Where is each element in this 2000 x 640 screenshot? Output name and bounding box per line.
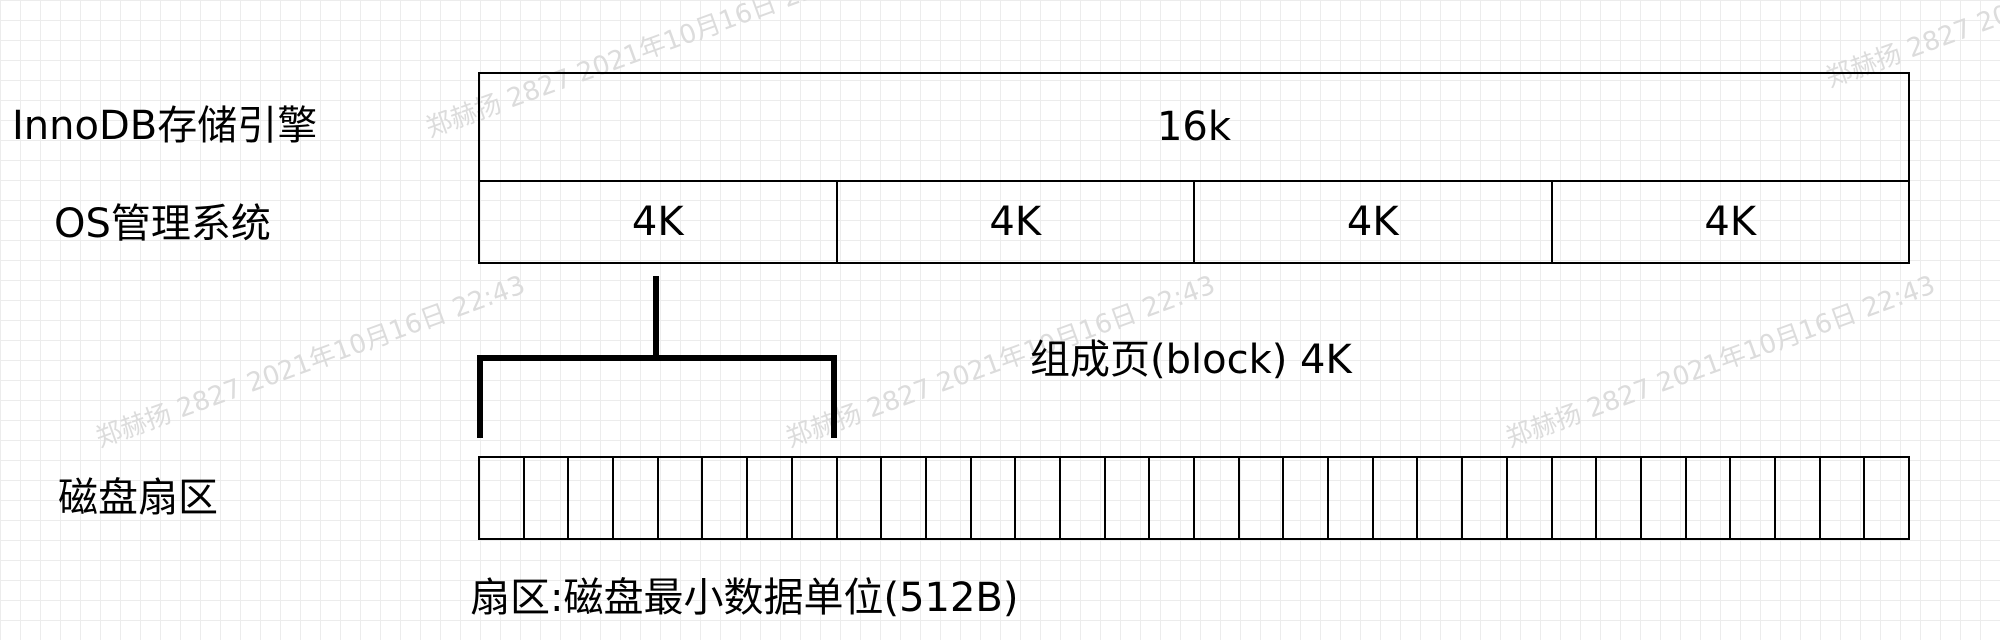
- disk-sector[interactable]: [1061, 458, 1106, 538]
- os-page-size: 4K: [1704, 199, 1757, 245]
- sector-caption: 扇区:磁盘最小数据单位(512B): [470, 575, 1019, 621]
- disk-sector[interactable]: [1329, 458, 1374, 538]
- innodb-page-box[interactable]: 16k: [478, 72, 1910, 182]
- os-page-4[interactable]: 4K: [1553, 182, 1909, 262]
- os-page-size: 4K: [1346, 199, 1399, 245]
- disk-sector[interactable]: [1195, 458, 1240, 538]
- disk-sector[interactable]: [1821, 458, 1866, 538]
- disk-sector[interactable]: [793, 458, 838, 538]
- os-page-3[interactable]: 4K: [1195, 182, 1553, 262]
- innodb-page-size: 16k: [1156, 104, 1232, 150]
- disk-sector[interactable]: [748, 458, 793, 538]
- os-page-2[interactable]: 4K: [838, 182, 1195, 262]
- disk-sector[interactable]: [525, 458, 570, 538]
- disk-sector[interactable]: [1597, 458, 1642, 538]
- disk-sector[interactable]: [1240, 458, 1285, 538]
- disk-sector[interactable]: [480, 458, 525, 538]
- disk-sector[interactable]: [1106, 458, 1151, 538]
- disk-sector[interactable]: [927, 458, 972, 538]
- disk-sector[interactable]: [1642, 458, 1687, 538]
- disk-sector[interactable]: [1508, 458, 1553, 538]
- block-caption: 组成页(block) 4K: [1030, 337, 1352, 383]
- disk-sector[interactable]: [1865, 458, 1908, 538]
- disk-sector[interactable]: [1284, 458, 1330, 538]
- innodb-label: InnoDB存储引擎: [12, 103, 318, 149]
- disk-sector[interactable]: [1016, 458, 1061, 538]
- disk-sector[interactable]: [882, 458, 927, 538]
- disk-label: 磁盘扇区: [58, 475, 218, 521]
- disk-sector[interactable]: [569, 458, 615, 538]
- disk-sector-strip: [478, 456, 1910, 540]
- disk-sector[interactable]: [1553, 458, 1598, 538]
- os-page-1[interactable]: 4K: [480, 182, 838, 262]
- disk-sector[interactable]: [703, 458, 749, 538]
- disk-sector[interactable]: [1150, 458, 1195, 538]
- disk-sector[interactable]: [1418, 458, 1464, 538]
- disk-sector[interactable]: [1731, 458, 1776, 538]
- disk-sector[interactable]: [614, 458, 659, 538]
- os-page-row: 4K 4K 4K 4K: [478, 182, 1910, 264]
- disk-sector[interactable]: [1687, 458, 1732, 538]
- os-page-size: 4K: [631, 199, 684, 245]
- disk-sector[interactable]: [1374, 458, 1419, 538]
- os-page-size: 4K: [989, 199, 1042, 245]
- disk-sector[interactable]: [1776, 458, 1821, 538]
- disk-sector[interactable]: [1463, 458, 1508, 538]
- disk-sector[interactable]: [659, 458, 704, 538]
- disk-sector[interactable]: [838, 458, 883, 538]
- os-label: OS管理系统: [54, 201, 271, 247]
- disk-sector[interactable]: [972, 458, 1017, 538]
